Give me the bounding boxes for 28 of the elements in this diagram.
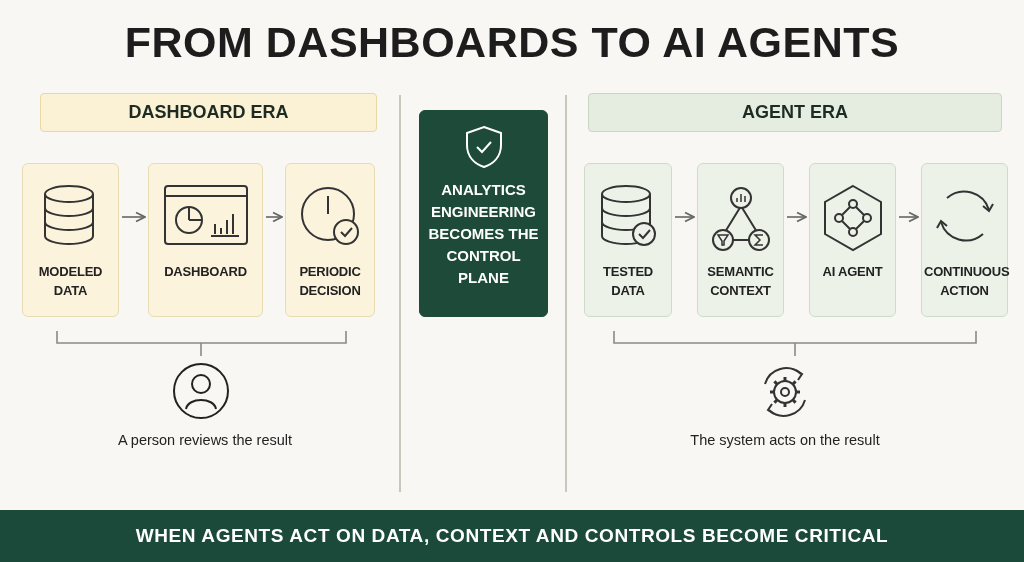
arrow: [786, 211, 807, 223]
highlight-card: [419, 110, 548, 317]
step-label: ANALYTICS ENGINEERING BECOMES THE CONTROL PLANE: [427, 180, 540, 288]
step-card: [148, 163, 263, 317]
step-label: MODELED DATA: [37, 263, 104, 300]
section-heading: AGENT ERA: [742, 102, 848, 123]
step-label: PERIODIC DECISION: [298, 263, 362, 300]
note-text: A person reviews the result: [116, 432, 294, 448]
arrow: [265, 211, 283, 223]
step-card: [22, 163, 119, 317]
step-label: AI AGENT: [821, 263, 884, 281]
step-label: SEMANTIC CONTEXT: [706, 263, 775, 300]
arrow: [121, 211, 146, 223]
title: FROM DASHBOARDS TO AI AGENTS: [123, 18, 901, 68]
section-heading: DASHBOARD ERA: [128, 102, 289, 123]
arrow: [674, 211, 695, 223]
header-band: [588, 93, 1002, 132]
step-label: DASHBOARD: [163, 263, 248, 281]
step-card: [285, 163, 375, 317]
step-card: [584, 163, 672, 317]
step-card: [697, 163, 784, 317]
caption: WHEN AGENTS ACT ON DATA, CONTEXT AND CONTROLS BECOME CRITICAL: [134, 525, 890, 547]
step-label: TESTED DATA: [601, 263, 655, 300]
step-card: [921, 163, 1008, 317]
arrow: [898, 211, 919, 223]
step-card: [809, 163, 896, 317]
header-band: [40, 93, 377, 132]
note-text: The system acts on the result: [689, 432, 881, 448]
